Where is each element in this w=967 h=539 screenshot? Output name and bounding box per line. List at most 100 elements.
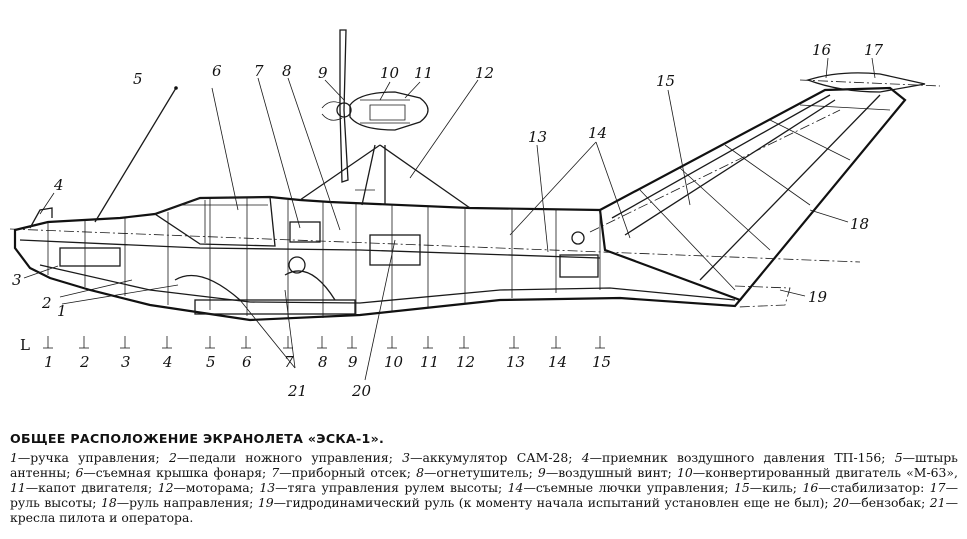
legend-number: 14 bbox=[507, 480, 524, 495]
legend-text: ручка управления; bbox=[30, 450, 160, 465]
stabilizer bbox=[805, 72, 926, 93]
legend-text: тяга управления рулем высоты; bbox=[287, 480, 503, 495]
legend-number: 10 bbox=[677, 465, 693, 480]
canopy bbox=[153, 196, 276, 247]
legend-text: руль направления; bbox=[129, 495, 254, 510]
legend-number: 13 bbox=[259, 480, 276, 495]
frame-number: 10 bbox=[384, 353, 404, 371]
engine-mount bbox=[299, 144, 471, 209]
hull-chine-line bbox=[39, 264, 736, 304]
callout-label: 3 bbox=[12, 271, 22, 289]
legend-text: аккумулятор САМ-28; bbox=[422, 450, 573, 465]
legend-number: 6 bbox=[75, 465, 84, 480]
legend-text: приборный отсек; bbox=[291, 465, 411, 480]
callout-label: 16 bbox=[812, 41, 832, 59]
legend-text: капот двигателя; bbox=[38, 480, 153, 495]
legend-number: 19 bbox=[257, 495, 274, 510]
caption-legend: 1—ручка управления; 2—педали ножного упр… bbox=[10, 450, 958, 525]
legend-text: стабилизатор: bbox=[830, 480, 925, 495]
frame-number: 15 bbox=[592, 353, 611, 371]
callout-label: 21 bbox=[287, 382, 307, 400]
fuselage-centerline bbox=[9, 228, 861, 263]
legend-number: 15 bbox=[734, 480, 750, 495]
legend-text: воздушный винт; bbox=[558, 465, 672, 480]
legend-text: киль; bbox=[762, 480, 797, 495]
legend-number: 18 bbox=[100, 495, 117, 510]
caption-title: ОБЩЕЕ РАСПОЛОЖЕНИЕ ЭКРАНОЛЕТА «ЭСКА-1». bbox=[10, 431, 385, 446]
hydrodynamic-rudder bbox=[734, 285, 791, 308]
frame-number: 4 bbox=[162, 353, 173, 371]
leader-lines bbox=[23, 57, 876, 381]
callout-label: 8 bbox=[282, 62, 292, 80]
frame-number: 12 bbox=[456, 353, 475, 371]
frame-number: 11 bbox=[420, 353, 439, 371]
legend-number: 2 bbox=[168, 450, 177, 465]
callout-label: 7 bbox=[254, 62, 264, 80]
callout-label: 10 bbox=[380, 64, 400, 82]
frame-number: 2 bbox=[79, 353, 90, 371]
frame-number: 14 bbox=[548, 353, 567, 371]
frame-start-label: L bbox=[20, 336, 30, 354]
callout-label: 14 bbox=[588, 124, 607, 142]
callout-label: 17 bbox=[864, 41, 884, 59]
frame-number: 3 bbox=[121, 353, 131, 371]
legend-text: педали ножного управления; bbox=[189, 450, 393, 465]
legend-text: моторама; bbox=[185, 480, 254, 495]
callout-label: 2 bbox=[41, 294, 52, 312]
callout-label: 5 bbox=[133, 70, 143, 88]
legend-number: 17 bbox=[929, 480, 946, 495]
legend-number: 9 bbox=[537, 465, 546, 480]
frame-number: 13 bbox=[506, 353, 525, 371]
legend-number: 21 bbox=[929, 495, 946, 510]
frame-number: 9 bbox=[348, 353, 358, 371]
callout-label: 9 bbox=[318, 64, 328, 82]
callout-label: 19 bbox=[808, 288, 828, 306]
tail-fin bbox=[589, 86, 907, 301]
callout-label: 6 bbox=[212, 62, 222, 80]
legend-number: 4 bbox=[581, 450, 590, 465]
legend-number: 8 bbox=[416, 465, 424, 480]
legend-number: 20 bbox=[833, 495, 849, 510]
frame-number: 6 bbox=[242, 353, 252, 371]
propeller bbox=[339, 29, 349, 183]
callout-label: 12 bbox=[475, 64, 494, 82]
legend-number: 1 bbox=[10, 450, 18, 465]
legend-number: 3 bbox=[402, 450, 411, 465]
legend-text: штырь антенны; bbox=[10, 450, 958, 480]
callout-label: 11 bbox=[414, 64, 433, 82]
legend-text: руль высоты; bbox=[10, 495, 97, 510]
legend-text: кресла пилота и оператора. bbox=[10, 510, 194, 525]
cockpit-equipment bbox=[59, 221, 599, 315]
callout-label: 18 bbox=[850, 215, 869, 233]
legend-text: конвертированный двигатель «М-63», bbox=[705, 465, 958, 480]
callout-label: 13 bbox=[528, 128, 547, 146]
legend-number: 12 bbox=[157, 480, 174, 495]
legend-text: приемник воздушного давления ТП-156; bbox=[602, 450, 886, 465]
callout-labels: 1 2 3 4 5 6 7 8 9 10 11 12 13 14 15 16 1… bbox=[12, 41, 884, 400]
legend-number: 7 bbox=[271, 465, 280, 480]
frame-number: 5 bbox=[206, 353, 216, 371]
legend-text: съемные лючки управления; bbox=[535, 480, 729, 495]
legend-number: 5 bbox=[894, 450, 903, 465]
callout-label: 1 bbox=[57, 302, 67, 320]
legend-number: 16 bbox=[802, 480, 819, 495]
legend-text: бензобак; bbox=[861, 495, 926, 510]
legend-number: 11 bbox=[10, 480, 26, 495]
antenna-mast bbox=[94, 87, 177, 223]
callout-label: 15 bbox=[656, 72, 675, 90]
aircraft-side-view-drawing: 1 2 3 4 5 6 7 8 9 10 11 12 13 14 15 16 1… bbox=[9, 29, 941, 400]
legend-text: съемная крышка фонаря; bbox=[95, 465, 267, 480]
legend-text: гидродинамический руль (к моменту начала… bbox=[286, 495, 829, 510]
frame-number: 7 bbox=[284, 353, 294, 371]
frame-number: 8 bbox=[318, 353, 328, 371]
frame-number: 1 bbox=[44, 353, 54, 371]
legend-text: огнетушитель; bbox=[436, 465, 533, 480]
fuselage-midline bbox=[19, 239, 601, 259]
pitot-tube bbox=[29, 207, 53, 229]
callout-label: 20 bbox=[351, 382, 372, 400]
fuselage-frames bbox=[47, 198, 601, 318]
callout-label: 4 bbox=[53, 176, 64, 194]
figure-caption: ОБЩЕЕ РАСПОЛОЖЕНИЕ ЭКРАНОЛЕТА «ЭСКА-1». … bbox=[10, 431, 958, 525]
engine-nacelle bbox=[349, 91, 429, 131]
